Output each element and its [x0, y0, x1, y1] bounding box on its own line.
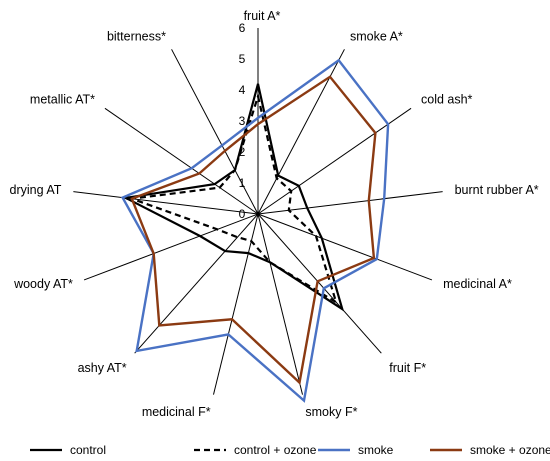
radial-tick-labels: 0 1 2 3 4 5 6: [239, 21, 246, 221]
legend-label-smoke: smoke: [358, 443, 394, 457]
spoke-woody-at: [83, 213, 259, 281]
series-control: [122, 83, 345, 312]
tick-label: 6: [239, 21, 246, 35]
tick-label: 2: [239, 145, 246, 159]
axis-label-bitterness: bitterness*: [107, 30, 166, 44]
spoke-smoky-f: [257, 213, 303, 395]
legend-label-control: control: [70, 443, 106, 457]
spoke-medicinal-f: [213, 213, 259, 395]
chart-legend: control control + ozone smoke smoke + ozone: [30, 443, 550, 457]
tick-label: 3: [239, 114, 246, 128]
series-smoke: [120, 58, 390, 403]
axis-label-smoke-a: smoke A*: [350, 30, 403, 44]
axis-labels: fruit A* smoke A* cold ash* burnt rubber A*…: [10, 9, 539, 419]
spoke-bitterness: [171, 49, 259, 215]
series-control-ozone: [131, 91, 338, 305]
axis-label-cold-ash: cold ash*: [421, 93, 473, 107]
axis-label-smoky-f: smoky F*: [305, 405, 357, 419]
radar-spokes: [73, 28, 443, 395]
tick-label: 1: [239, 176, 246, 190]
spoke-drying-at: [73, 191, 259, 215]
spoke-medicinal-a: [257, 213, 433, 281]
axis-label-metallic-at: metallic AT*: [30, 93, 95, 107]
radar-series: [120, 58, 390, 403]
axis-label-burnt-rubber-a: burnt rubber A*: [455, 183, 539, 197]
spoke-ashy-at: [134, 213, 259, 354]
tick-label: 4: [239, 83, 246, 97]
tick-label: 5: [239, 52, 246, 66]
axis-label-ashy-at: ashy AT*: [78, 361, 127, 375]
spoke-cold-ash: [257, 107, 412, 215]
axis-label-medicinal-a: medicinal A*: [443, 277, 512, 291]
axis-label-fruit-f: fruit F*: [389, 361, 426, 375]
axis-label-fruit-a: fruit A*: [244, 9, 281, 23]
legend-label-control-ozone: control + ozone: [234, 443, 317, 457]
spoke-metallic-at: [104, 107, 259, 215]
series-smoke-ozone: [130, 75, 377, 385]
tick-label: 0: [239, 207, 246, 221]
axis-label-drying-at: drying AT: [10, 183, 62, 197]
axis-label-woody-at: woody AT*: [13, 277, 73, 291]
legend-label-smoke-ozone: smoke + ozone: [470, 443, 550, 457]
axis-label-medicinal-f: medicinal F*: [142, 405, 211, 419]
spoke-fruit-f: [257, 213, 382, 354]
